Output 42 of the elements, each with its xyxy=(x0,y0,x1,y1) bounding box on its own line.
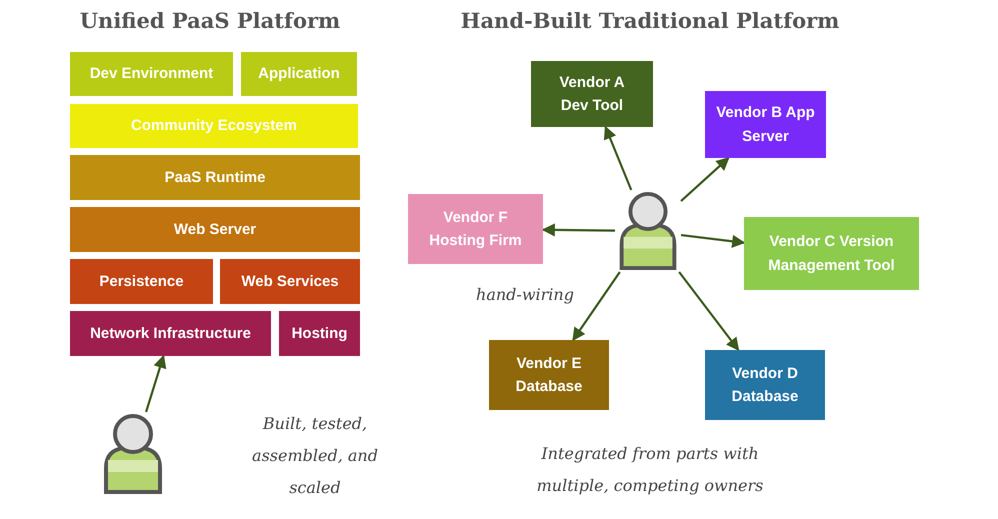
note-text: Built, tested, assembled, and scaled xyxy=(251,413,379,499)
vendor-box xyxy=(744,217,919,290)
box-label: Vendor E Database xyxy=(514,354,584,397)
box-label: PaaS Runtime xyxy=(164,168,266,188)
box-label: Vendor C Version Management Tool xyxy=(767,232,896,276)
stack-box xyxy=(241,52,357,96)
arrow xyxy=(572,271,621,342)
vendor-box xyxy=(531,61,653,127)
box-label: Hosting xyxy=(292,324,348,344)
note-text: hand-wiring xyxy=(475,285,575,304)
arrow xyxy=(680,234,746,248)
stack-box xyxy=(70,311,271,356)
stack-box xyxy=(70,259,213,304)
box-label: Web Server xyxy=(174,220,256,240)
stack-box xyxy=(279,311,360,356)
vendor-box xyxy=(705,350,825,420)
box-label: Persistence xyxy=(99,272,184,292)
stack-box xyxy=(70,52,233,96)
section-heading: Hand-Built Traditional Platform xyxy=(460,8,840,33)
box-label: Network Infrastructure xyxy=(90,324,251,344)
box-label: Community Ecosystem xyxy=(131,116,297,136)
stack-box xyxy=(70,104,358,148)
vendor-box xyxy=(489,340,609,410)
vendor-box xyxy=(705,91,826,158)
box-label: Application xyxy=(258,64,340,84)
stack-box xyxy=(70,207,360,252)
box-label: Vendor D Database xyxy=(730,364,800,407)
box-label: Web Services xyxy=(241,272,339,292)
arrow xyxy=(678,271,740,352)
stack-box xyxy=(70,155,360,200)
arrow xyxy=(145,354,166,412)
arrow xyxy=(680,157,730,202)
box-label: Vendor A Dev Tool xyxy=(558,72,626,116)
vendor-box xyxy=(408,194,543,264)
stack-box xyxy=(220,259,360,304)
box-label: Dev Environment xyxy=(90,64,214,84)
arrow xyxy=(542,223,616,237)
section-heading: Unified PaaS Platform xyxy=(78,8,342,33)
note-text: Integrated from parts with multiple, competing owners xyxy=(536,443,764,497)
box-label: Vendor B App Server xyxy=(716,103,816,146)
box-label: Vendor F Hosting Firm xyxy=(428,208,523,251)
arrow xyxy=(604,126,632,190)
